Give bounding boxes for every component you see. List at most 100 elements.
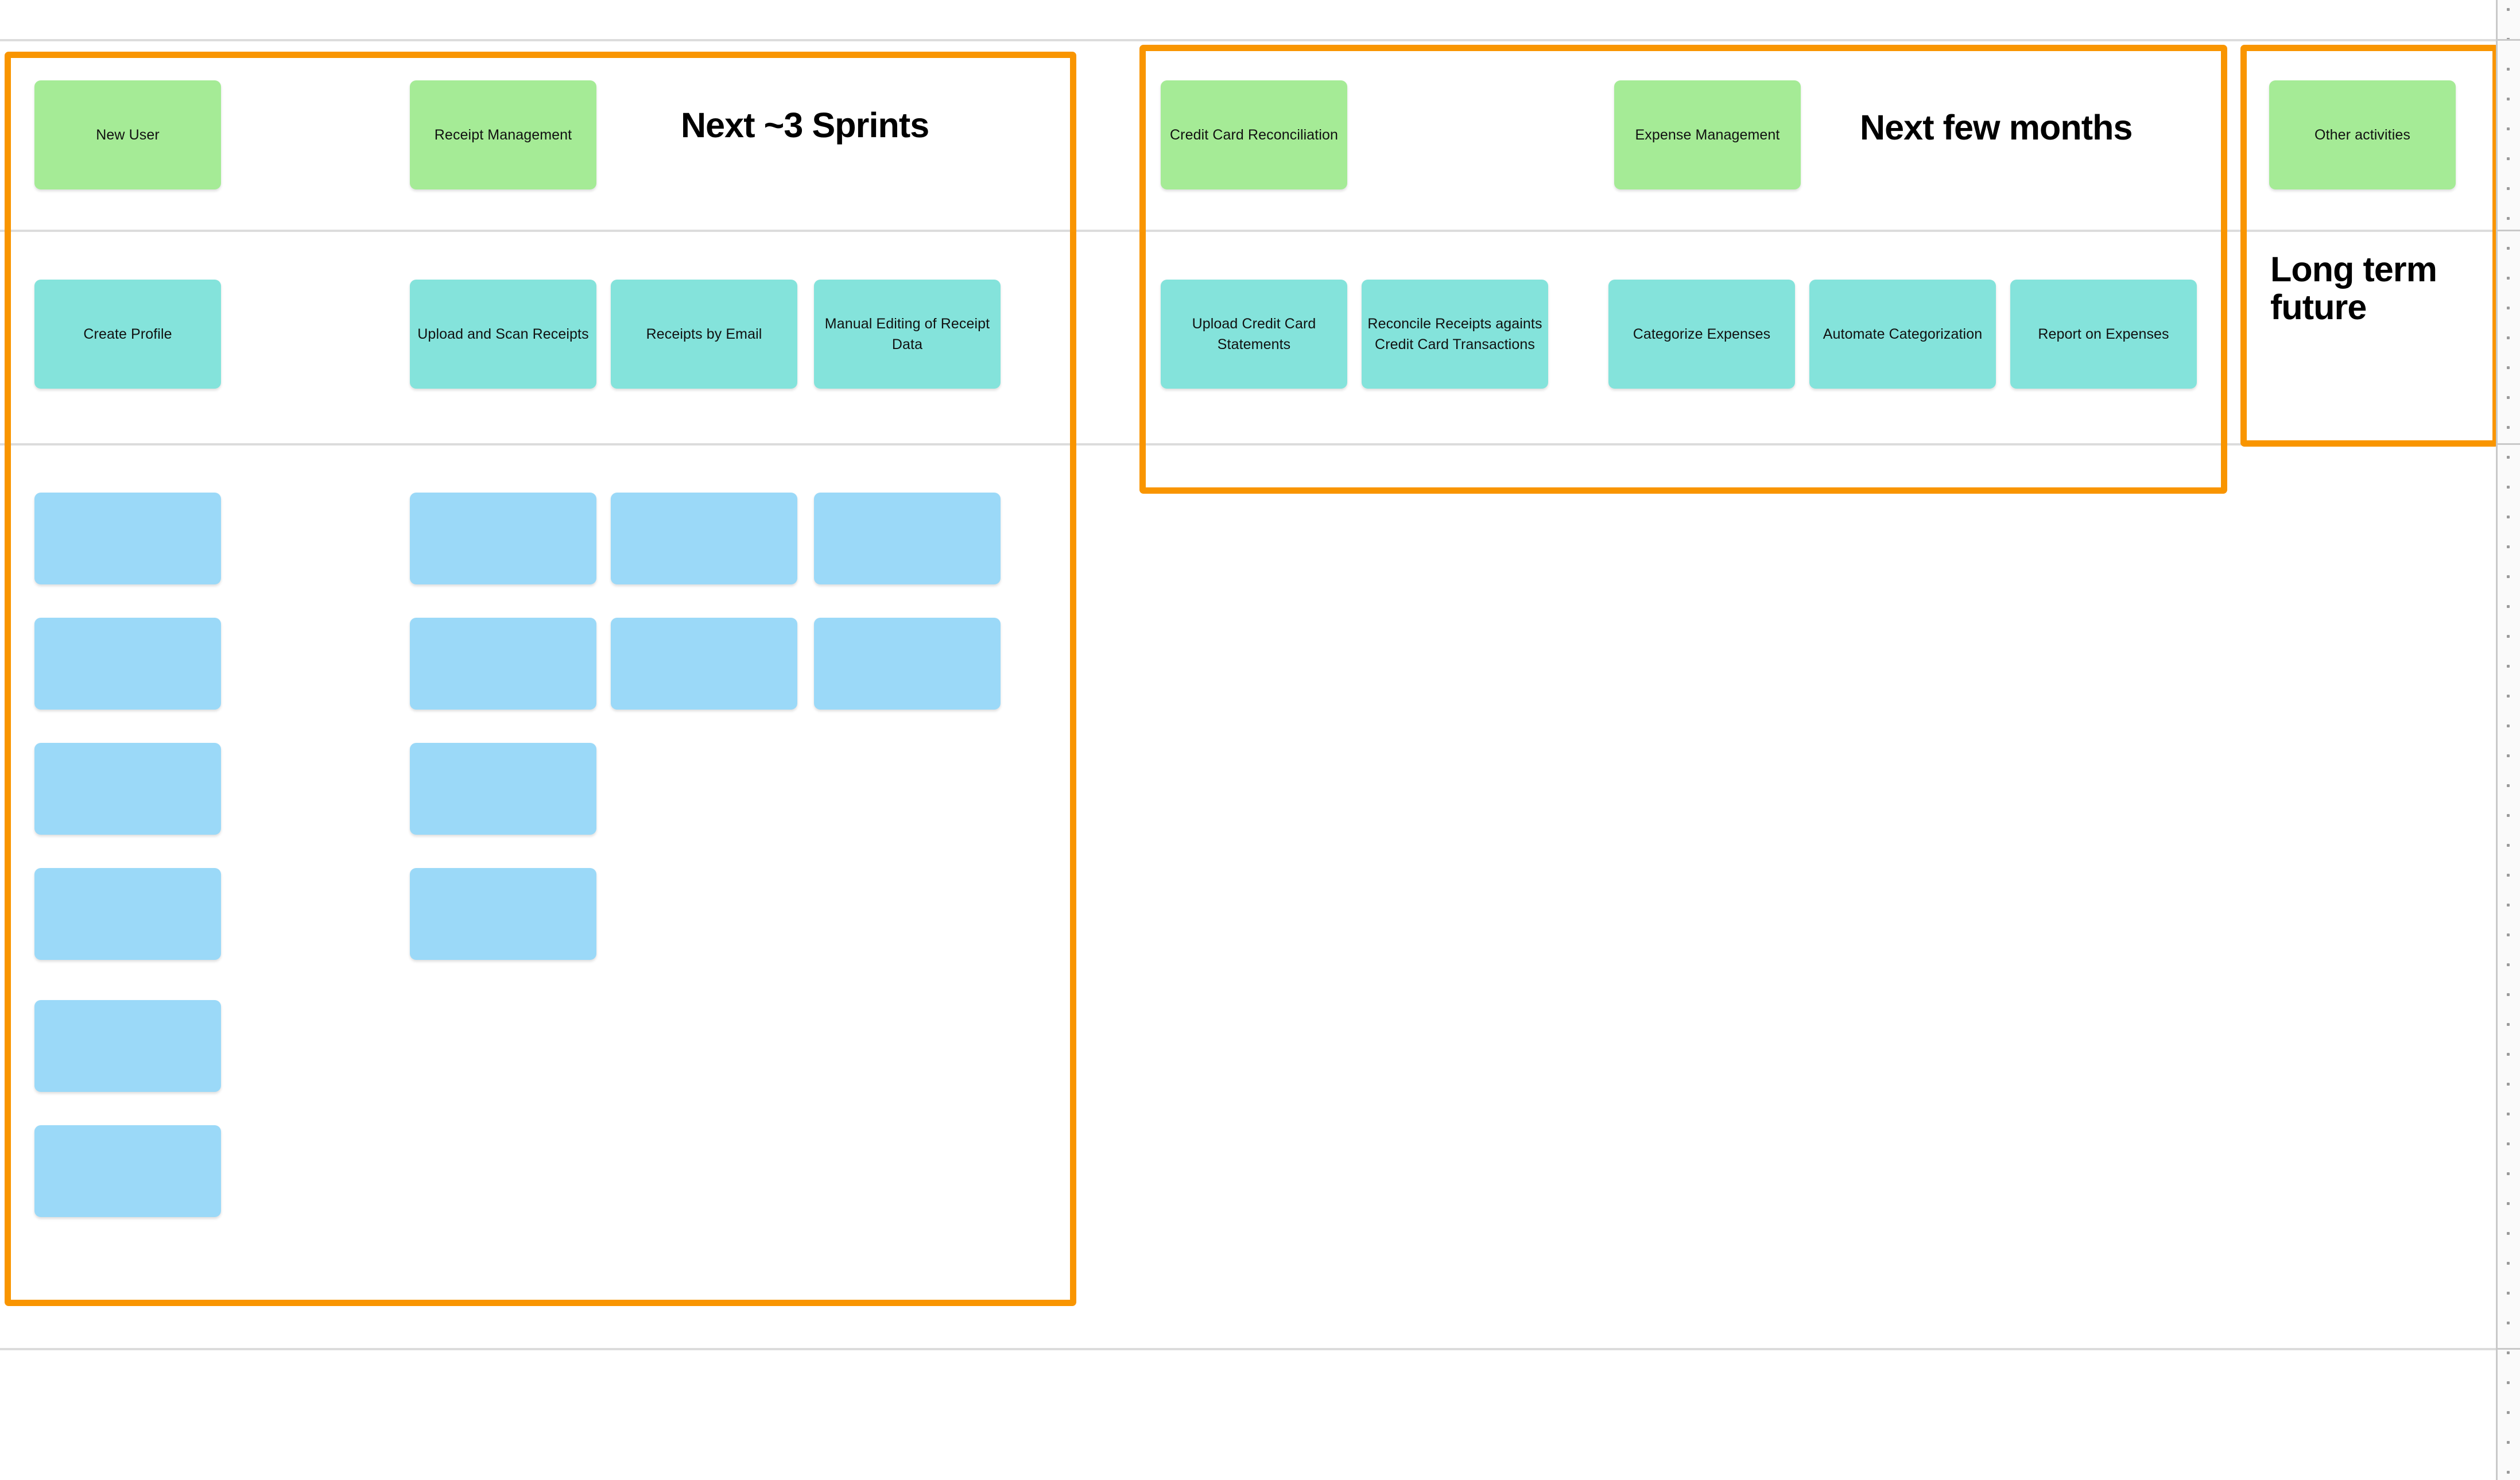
ruler-tick: [2507, 1142, 2510, 1145]
ruler-tick: [2507, 1262, 2510, 1265]
task-card-receipts-by-email[interactable]: Receipts by Email: [611, 280, 797, 389]
activity-card-credit-card-reconciliation[interactable]: Credit Card Reconciliation: [1161, 80, 1347, 189]
task-card-categorize-expenses[interactable]: Categorize Expenses: [1608, 280, 1795, 389]
ruler-tick: [2507, 1322, 2510, 1324]
story-card-story-c3-r1[interactable]: [611, 493, 797, 584]
title-next-few-months: Next few months: [1860, 108, 2133, 147]
activity-card-new-user[interactable]: New User: [34, 80, 221, 189]
ruler-tick: [2507, 426, 2510, 429]
ruler-tick: [2507, 157, 2510, 160]
ruler-tick: [2507, 963, 2510, 966]
story-card-story-c2-r1[interactable]: [410, 493, 596, 584]
ruler-tick: [2507, 1023, 2510, 1026]
title-next-3-sprints: Next ~3 Sprints: [681, 106, 929, 145]
ruler-tick: [2507, 396, 2510, 399]
task-card-label: Reconcile Receipts againts Credit Card T…: [1367, 315, 1542, 352]
ruler-tick: [2507, 933, 2510, 936]
ruler-seam: [2496, 39, 2520, 41]
frame-next-few-months[interactable]: [1139, 45, 2227, 494]
task-card-label: Automate Categorization: [1823, 326, 1983, 342]
ruler-tick: [2507, 695, 2510, 698]
ruler-seam: [2496, 1348, 2520, 1350]
ruler-tick: [2507, 635, 2510, 638]
story-card-story-c3-r2[interactable]: [611, 618, 797, 710]
task-card-label: Upload Credit Card Statements: [1192, 315, 1316, 352]
task-card-label: Receipts by Email: [646, 326, 762, 342]
activity-card-label: Receipt Management: [434, 126, 572, 143]
task-card-label: Categorize Expenses: [1633, 326, 1771, 342]
lane-divider: [0, 39, 2496, 41]
story-card-story-c4-r1[interactable]: [814, 493, 1001, 584]
activity-card-label: Other activities: [2314, 126, 2410, 143]
ruler-tick: [2507, 1292, 2510, 1295]
task-card-create-profile[interactable]: Create Profile: [34, 280, 221, 389]
story-card-story-c2-r4[interactable]: [410, 868, 596, 960]
ruler-tick: [2507, 456, 2510, 459]
ruler-tick: [2507, 1471, 2510, 1474]
ruler-tick: [2507, 127, 2510, 130]
task-card-reconcile-receipts-against-credit-card-transactions[interactable]: Reconcile Receipts againts Credit Card T…: [1362, 280, 1548, 389]
task-card-upload-and-scan-receipts[interactable]: Upload and Scan Receipts: [410, 280, 596, 389]
ruler-tick: [2507, 754, 2510, 757]
story-card-story-c1-r3[interactable]: [34, 743, 221, 835]
ruler-tick: [2507, 68, 2510, 71]
ruler-tick: [2507, 1053, 2510, 1056]
ruler-tick: [2507, 336, 2510, 339]
lane-divider: [0, 443, 2496, 445]
story-card-story-c1-r1[interactable]: [34, 493, 221, 584]
task-card-label: Report on Expenses: [2038, 326, 2169, 342]
ruler-tick: [2507, 874, 2510, 877]
ruler-tick: [2507, 1232, 2510, 1235]
lane-divider: [0, 1348, 2496, 1350]
activity-card-label: Credit Card Reconciliation: [1169, 126, 1338, 143]
activity-card-label: New User: [96, 126, 160, 143]
ruler-tick: [2507, 1172, 2510, 1175]
ruler-tick: [2507, 904, 2510, 906]
ruler-seam: [2496, 230, 2520, 231]
ruler-tick: [2507, 665, 2510, 668]
frame-long-term[interactable]: [2240, 45, 2499, 447]
story-card-story-c1-r4[interactable]: [34, 868, 221, 960]
ruler-tick: [2507, 993, 2510, 996]
ruler-tick: [2507, 307, 2510, 309]
ruler-tick: [2507, 277, 2510, 280]
activity-card-receipt-management[interactable]: Receipt Management: [410, 80, 596, 189]
ruler-seam: [2496, 443, 2520, 445]
ruler-tick: [2507, 814, 2510, 817]
story-card-story-c1-r6[interactable]: [34, 1125, 221, 1217]
task-card-label: Manual Editing of Receipt Data: [824, 315, 990, 352]
task-card-upload-credit-card-statements[interactable]: Upload Credit Card Statements: [1161, 280, 1347, 389]
ruler-tick: [2507, 366, 2510, 369]
activity-card-other-activities[interactable]: Other activities: [2269, 80, 2456, 189]
ruler-tick: [2507, 784, 2510, 787]
lane-divider: [0, 230, 2496, 232]
activity-card-expense-management[interactable]: Expense Management: [1614, 80, 1801, 189]
ruler-tick: [2507, 217, 2510, 220]
ruler-tick: [2507, 1441, 2510, 1444]
title-long-term: Long term future: [2270, 250, 2437, 327]
task-card-automate-categorization[interactable]: Automate Categorization: [1809, 280, 1996, 389]
task-card-manual-editing-of-receipt-data[interactable]: Manual Editing of Receipt Data: [814, 280, 1001, 389]
story-card-story-c4-r2[interactable]: [814, 618, 1001, 710]
ruler-tick: [2507, 545, 2510, 548]
ruler-tick: [2507, 1083, 2510, 1086]
story-card-story-c2-r3[interactable]: [410, 743, 596, 835]
task-card-report-on-expenses[interactable]: Report on Expenses: [2010, 280, 2197, 389]
vertical-ruler[interactable]: [2496, 0, 2520, 1480]
ruler-tick: [2507, 1381, 2510, 1384]
ruler-tick: [2507, 8, 2510, 11]
frame-next-3-sprints[interactable]: [5, 52, 1076, 1306]
ruler-tick: [2507, 605, 2510, 608]
ruler-tick: [2507, 844, 2510, 847]
ruler-tick: [2507, 516, 2510, 518]
story-card-story-c2-r2[interactable]: [410, 618, 596, 710]
ruler-tick: [2507, 1202, 2510, 1205]
ruler-tick: [2507, 486, 2510, 489]
ruler-tick: [2507, 247, 2510, 250]
activity-card-label: Expense Management: [1635, 126, 1780, 143]
ruler-tick: [2507, 98, 2510, 100]
story-card-story-c1-r2[interactable]: [34, 618, 221, 710]
ruler-tick: [2507, 1351, 2510, 1354]
story-card-story-c1-r5[interactable]: [34, 1000, 221, 1092]
